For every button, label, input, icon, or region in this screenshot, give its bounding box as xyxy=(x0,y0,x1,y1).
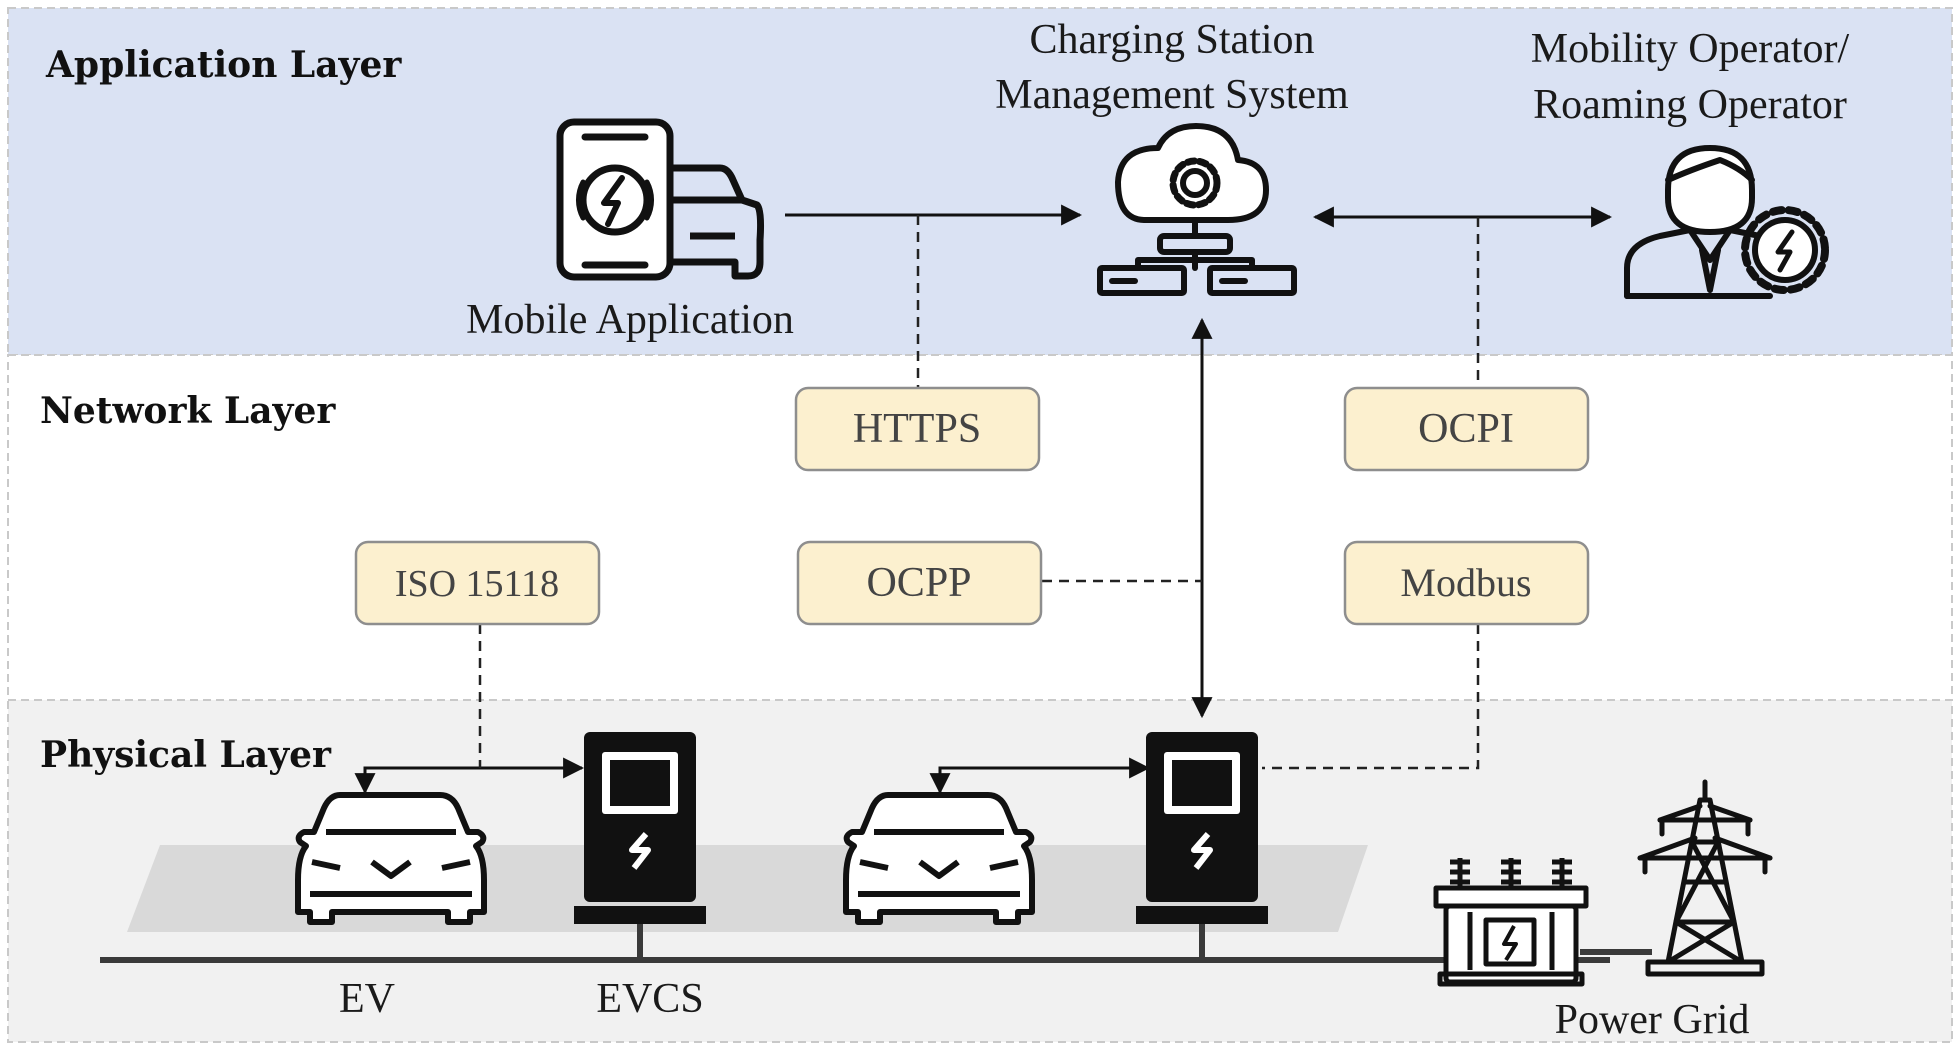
evcs-label: EVCS xyxy=(596,976,703,1022)
operator-label-line2: Roaming Operator xyxy=(1533,82,1847,128)
power-grid-label: Power Grid xyxy=(1555,997,1750,1043)
protocol-iso15118: ISO 15118 xyxy=(354,540,601,626)
protocol-ocpi: OCPI xyxy=(1343,386,1590,472)
svg-text:OCPI: OCPI xyxy=(1418,406,1514,452)
application-layer-title: Application Layer xyxy=(45,44,402,86)
modbus-dash xyxy=(1262,624,1480,770)
svg-text:OCPP: OCPP xyxy=(866,560,971,606)
transmission-tower-icon xyxy=(1637,779,1773,977)
cloud-gear-server-icon xyxy=(1097,123,1297,296)
protocol-https: HTTPS xyxy=(794,386,1041,472)
ev-car-icon-2 xyxy=(843,792,1035,925)
layer-backgrounds xyxy=(7,7,1953,1043)
network-layer-title: Network Layer xyxy=(40,390,336,432)
connectors xyxy=(354,204,1613,795)
svg-text:HTTPS: HTTPS xyxy=(853,406,981,452)
svg-text:Modbus: Modbus xyxy=(1400,560,1531,605)
transformer-icon xyxy=(1433,858,1589,987)
car-front-icon xyxy=(672,164,765,280)
operator-person-gear-icon xyxy=(1624,145,1829,299)
charging-station-icon-1 xyxy=(574,732,706,960)
protocol-modbus: Modbus xyxy=(1343,540,1590,626)
operator-label-line1: Mobility Operator/ xyxy=(1531,26,1850,72)
svg-text:ISO 15118: ISO 15118 xyxy=(395,563,559,605)
csms-label-line2: Management System xyxy=(995,72,1349,118)
mobile-application-label: Mobile Application xyxy=(466,297,794,343)
physical-layer-title: Physical Layer xyxy=(40,734,332,776)
ev2-evcs2-link xyxy=(929,757,1151,795)
smartphone-charging-icon xyxy=(556,118,674,281)
ev-car-icon-1 xyxy=(295,792,487,925)
charging-station-icon-2 xyxy=(1136,732,1268,960)
protocol-ocpp: OCPP xyxy=(796,540,1043,626)
ev1-evcs1-link xyxy=(354,757,585,795)
ev-label: EV xyxy=(339,976,395,1022)
csms-label-line1: Charging Station xyxy=(1029,17,1314,63)
dashed-connectors xyxy=(478,215,1480,770)
